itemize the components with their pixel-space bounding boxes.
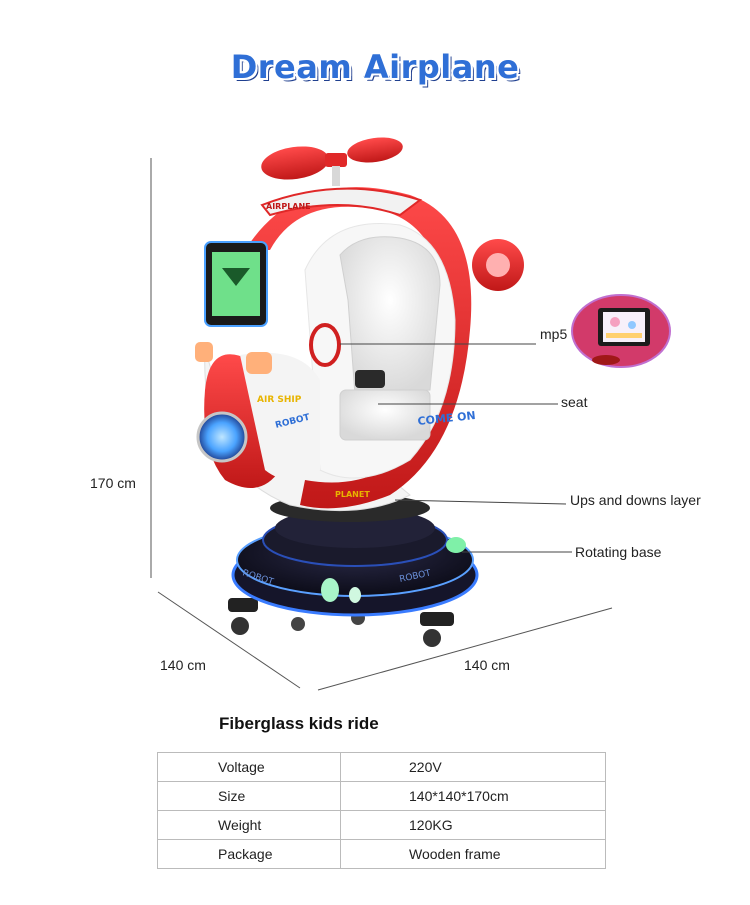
rotating-base: ROBOT ROBOT bbox=[231, 508, 479, 617]
table-row: Voltage 220V bbox=[157, 752, 606, 782]
spec-value: 220V bbox=[340, 752, 606, 782]
ups-downs-callout: Ups and downs layer bbox=[570, 492, 701, 508]
table-row: Weight 120KG bbox=[157, 810, 606, 840]
decal-come-on: COME ON bbox=[417, 409, 476, 428]
depth-dimension-label: 140 cm bbox=[160, 657, 206, 673]
spec-value: 140*140*170cm bbox=[340, 781, 606, 811]
ups-leader-line bbox=[394, 499, 567, 505]
spec-key: Voltage bbox=[157, 752, 341, 782]
depth-dimension-line bbox=[157, 591, 301, 689]
spec-key: Size bbox=[157, 781, 341, 811]
spec-value: Wooden frame bbox=[340, 839, 606, 869]
table-row: Size 140*140*170cm bbox=[157, 781, 606, 811]
seat-callout: seat bbox=[561, 394, 588, 410]
decal-planet: PLANET bbox=[335, 490, 370, 499]
mp5-inset bbox=[571, 294, 671, 368]
height-dimension-label: 170 cm bbox=[90, 475, 136, 491]
decal-air-ship: AIR SHIP bbox=[257, 395, 302, 405]
mp5-callout: mp5 bbox=[540, 326, 568, 342]
rotating-base-callout: Rotating base bbox=[575, 544, 662, 560]
table-row: Package Wooden frame bbox=[157, 839, 606, 869]
airplane-body bbox=[195, 137, 524, 512]
light-wheel bbox=[196, 411, 248, 463]
spec-key: Package bbox=[157, 839, 341, 869]
spec-key: Weight bbox=[157, 810, 341, 840]
decal-airplane: AIRPLANE bbox=[266, 202, 311, 211]
specs-heading: Fiberglass kids ride bbox=[219, 714, 379, 733]
specs-table: Voltage 220V Size 140*140*170cm Weight 1… bbox=[157, 752, 606, 869]
width-dimension-label: 140 cm bbox=[464, 657, 510, 673]
page-title: Dream Airplane bbox=[230, 48, 520, 86]
width-dimension-line bbox=[317, 607, 613, 691]
spec-value: 120KG bbox=[340, 810, 606, 840]
